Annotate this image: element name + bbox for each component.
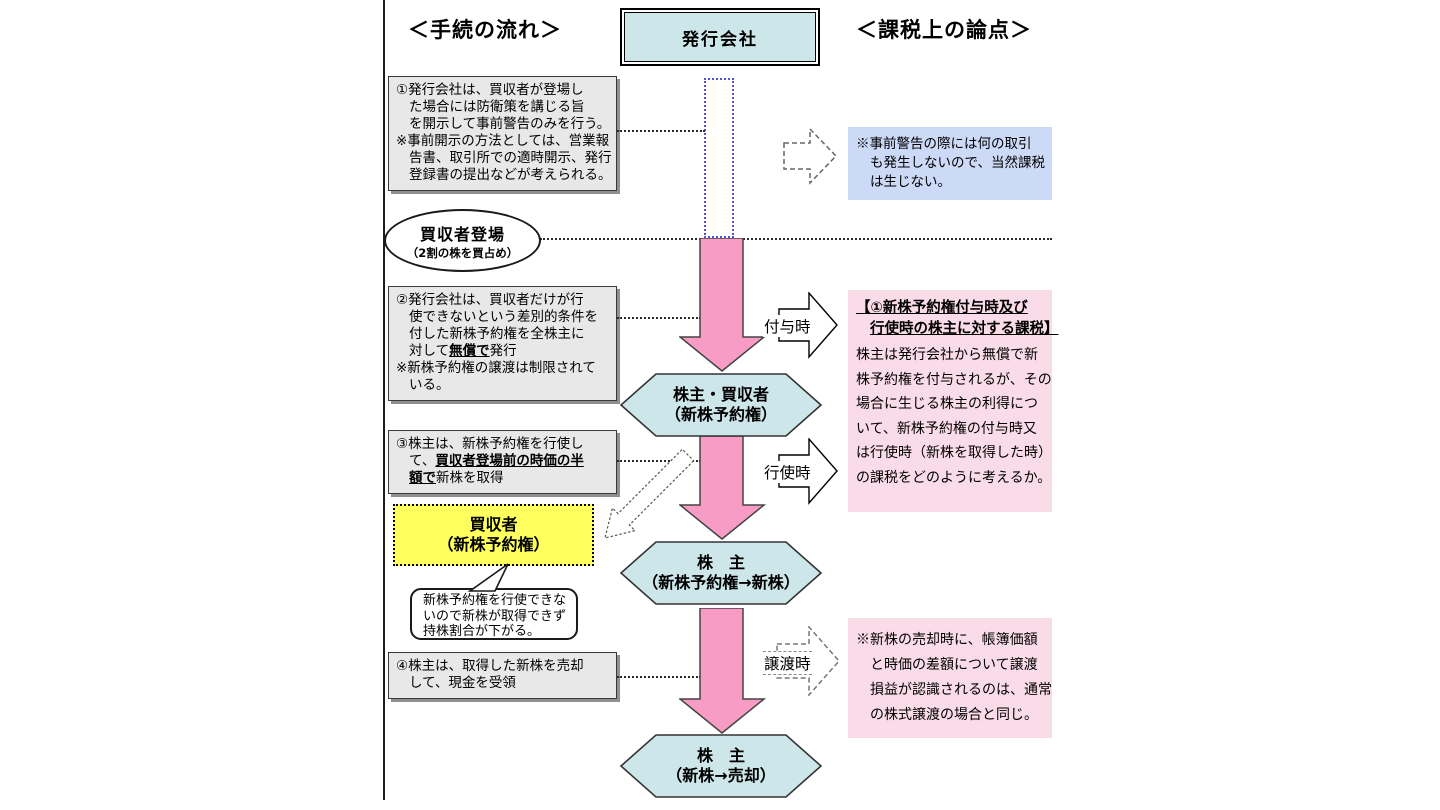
- connector-line-1: [617, 130, 705, 132]
- tax-header: ＜課税上の論点＞: [856, 18, 1032, 42]
- note-line: ※事前警告の際には何の取引: [856, 136, 1032, 152]
- grant-tax-body-line: いて、新株予約権の付与時又: [856, 420, 1037, 437]
- transfer-time-label: 譲渡時: [763, 651, 812, 675]
- oval-title: 買収者登場: [419, 224, 505, 244]
- step-2-line: 使できないという差別的条件を: [409, 309, 598, 325]
- dilution-callout: 新株予約権を行使できな いので新株が取得できず 持株割合が下がる。: [410, 588, 578, 640]
- flow-header: ＜手続の流れ＞: [408, 18, 562, 42]
- note-line: 損益が認識されるのは、通常: [870, 682, 1052, 698]
- step-4-line: ④株主は、取得した新株を売却: [396, 658, 584, 674]
- callout-line: 新株予約権を行使できな: [423, 593, 567, 608]
- step-4-line: して、現金を受領: [409, 675, 516, 691]
- to-acquirer-arrow: [604, 448, 695, 539]
- note-line: も発生しないので、当然課税: [870, 155, 1045, 171]
- step-1-box: ①発行会社は、買収者が登場し た場合には防衛策を講じる旨 を開示して事前警告のみ…: [388, 76, 617, 191]
- flow-arrow-3: [679, 608, 766, 734]
- grant-tax-title: 【①新株予約権付与時及び: [856, 300, 1028, 316]
- exercise-time-label: 行使時: [763, 461, 812, 483]
- grant-tax-title: 行使時の株主に対する課税】: [870, 321, 1059, 337]
- acquirer-appears-oval: 買収者登場 （2割の株を買占め）: [384, 209, 541, 272]
- note-line: は生じない。: [870, 174, 951, 190]
- flow-arrow-2: [679, 436, 766, 540]
- grant-tax-body-line: の課税をどのように考えるか。: [856, 469, 1052, 486]
- transfer-tax-note: ※新株の売却時に、帳簿価額 と時価の差額について譲渡 損益が認識されるのは、通常…: [848, 618, 1052, 738]
- left-border-line: [383, 0, 385, 800]
- step-1-line: ①発行会社は、買収者が登場し: [396, 82, 584, 98]
- issuer-dotted-rect: [704, 78, 734, 238]
- hex-line: 株 主: [696, 746, 745, 765]
- hex-line: 株主・買収者: [672, 385, 769, 404]
- step-3-box: ③株主は、新株予約権を行使し て、買収者登場前の時価の半 額で新株を取得: [388, 430, 617, 494]
- grant-tax-body-line: 場合に生じる株主の利得につ: [856, 396, 1038, 412]
- step-2-line: ②発行会社は、買収者だけが行: [396, 292, 584, 308]
- callout-tail: [467, 563, 509, 592]
- hex-line: （新株予約権）: [664, 405, 777, 424]
- step-1-line: ※事前開示の方法としては、営業報: [396, 133, 610, 149]
- grant-tax-note: 【①新株予約権付与時及び 行使時の株主に対する課税】 株主は発行会社から無償で新…: [848, 290, 1059, 512]
- hex-line: （新株→売却）: [666, 766, 776, 785]
- hex-shareholder-newshares: 株 主 （新株予約権→新株）: [619, 541, 823, 605]
- step-1-line: 登録書の提出などが考えられる。: [409, 167, 612, 183]
- connector-line-3: [617, 460, 701, 462]
- step-1-line: た場合には防衛策を講じる旨: [409, 99, 585, 115]
- pre-warning-arrow: [783, 128, 838, 185]
- acquirer-appears-dotted-line: [540, 238, 1052, 240]
- note-line: の株式譲渡の場合と同じ。: [870, 707, 1038, 723]
- step-3-line: ③株主は、新株予約権を行使し: [396, 436, 584, 452]
- hex-shareholder-sale: 株 主 （新株→売却）: [619, 734, 823, 798]
- step-3-line: 額で新株を取得: [409, 470, 504, 486]
- step-1-line: 告書、取引所での適時開示、発行: [409, 150, 612, 166]
- hex-shareholders-acquirer: 株主・買収者 （新株予約権）: [619, 373, 823, 437]
- callout-line: 持株割合が下がる。: [423, 624, 541, 639]
- step-2-line: いる。: [409, 377, 450, 393]
- pre-warning-note: ※事前警告の際には何の取引 も発生しないので、当然課税 は生じない。: [848, 127, 1052, 200]
- connector-line-4: [617, 676, 701, 678]
- step-2-line: 対して無償で発行: [409, 343, 517, 359]
- step-2-box: ②発行会社は、買収者だけが行 使できないという差別的条件を 付した新株予約権を全…: [388, 286, 617, 401]
- hex-line: （新株予約権→新株）: [642, 573, 800, 592]
- yellow-box-line: 買収者: [469, 515, 518, 534]
- yellow-box-line: （新株予約権）: [437, 535, 550, 554]
- issuer-box-label: 発行会社: [624, 12, 816, 62]
- flow-arrow-1: [679, 238, 766, 372]
- acquirer-rights-box: 買収者 （新株予約権）: [393, 504, 594, 566]
- callout-line: いので新株が取得できず: [423, 608, 567, 624]
- step-1-line: を開示して事前警告のみを行う。: [409, 116, 611, 132]
- grant-time-label: 付与時: [763, 315, 812, 337]
- hex-line: 株 主: [696, 553, 745, 572]
- issuer-box: 発行会社: [620, 8, 820, 66]
- step-2-line: ※新株予約権の譲渡は制限されて: [396, 360, 596, 376]
- oval-subtitle: （2割の株を買占め）: [406, 245, 519, 260]
- grant-tax-body-line: は行使時（新株を取得した時）: [856, 445, 1052, 461]
- connector-line-2: [617, 317, 701, 319]
- step-3-line: て、買収者登場前の時価の半: [409, 453, 584, 469]
- grant-tax-body-line: 株主は発行会社から無償で新: [856, 347, 1038, 363]
- note-line: と時価の差額について譲渡: [870, 657, 1038, 673]
- note-line: ※新株の売却時に、帳簿価額: [856, 632, 1038, 648]
- step-4-box: ④株主は、取得した新株を売却 して、現金を受領: [388, 652, 617, 699]
- step-2-line: 付した新株予約権を全株主に: [409, 326, 585, 342]
- grant-tax-body-line: 株予約権を付与されるが、その: [856, 371, 1052, 388]
